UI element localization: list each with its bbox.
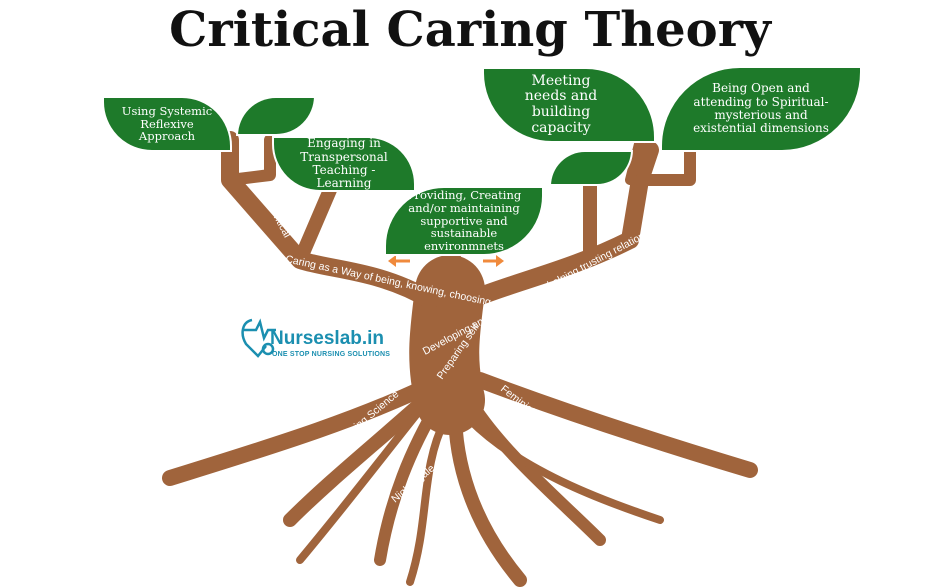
branch bbox=[461, 141, 659, 309]
leaf-transpersonal-teaching: Engaging in Transpersonal Teaching - Lea… bbox=[272, 136, 416, 192]
logo-name: Nurseslab.in bbox=[270, 328, 385, 349]
branch bbox=[224, 134, 276, 186]
leaf-meeting-needs: Meeting needs and building capacity bbox=[482, 67, 656, 143]
branch bbox=[625, 135, 645, 185]
trunk bbox=[409, 255, 485, 435]
root bbox=[283, 388, 437, 527]
arrow-right-icon bbox=[483, 255, 504, 267]
arrow-left-icon bbox=[388, 255, 410, 267]
logo-stethoscope-icon bbox=[241, 318, 276, 358]
root bbox=[472, 372, 758, 478]
logo-tagline: ONE STOP NURSING SOLUTIONS bbox=[272, 351, 391, 358]
leaf-spiritual-dimensions: Being Open and attending to Spiritual-my… bbox=[660, 66, 862, 152]
root bbox=[296, 406, 424, 564]
page-title: Critical Caring Theory bbox=[169, 2, 771, 58]
branch bbox=[634, 134, 696, 186]
root bbox=[162, 372, 448, 486]
root bbox=[466, 416, 664, 524]
leaf-supportive-environment: Providing, Creating and/or maintaining s… bbox=[384, 186, 544, 256]
root bbox=[464, 394, 606, 546]
root bbox=[406, 416, 449, 586]
